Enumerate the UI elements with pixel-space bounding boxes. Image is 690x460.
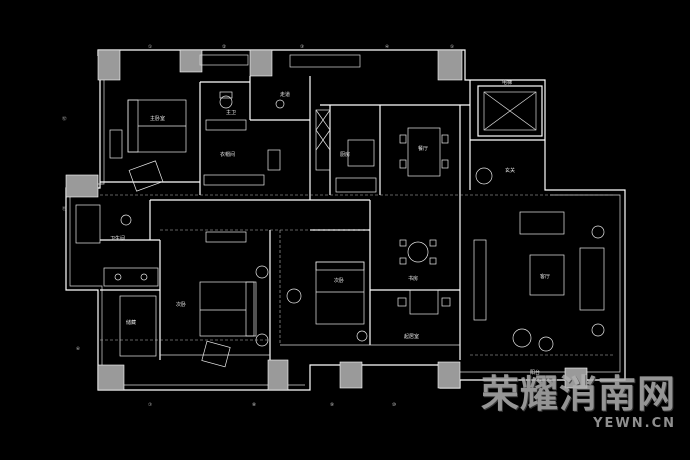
axis-marker: ④ [385,44,389,50]
wardrobe-blocks [119,109,377,357]
elevator-shaft [477,85,543,137]
room-label: 衣帽间 [220,151,235,158]
axis-marker: ⑧ [252,402,256,408]
axis-marker: ⑨ [330,402,334,408]
room-label: 走道 [280,91,290,98]
axis-marker: ① [148,44,152,50]
watermark-title: 荣耀消南网 [480,371,676,416]
room-label: 次卧 [334,277,344,284]
axis-markers: ① ② ③ ④ ⑤ ⑥ ⑦ ⑧ ⑨ ⑩ ⑪ ⑫ [62,44,454,408]
watermark-url: YEWN.CN [593,416,676,431]
room-label: 客厅 [540,273,550,280]
room-label: 储藏 [126,319,136,326]
living-room-furniture [473,167,605,352]
axis-marker: ⑩ [392,402,396,408]
room-label: 厨房 [340,151,350,158]
axis-marker: ② [222,44,226,50]
axis-marker: ③ [300,44,304,50]
room-label: 卫生间 [110,235,125,242]
room-label: 起居室 [404,333,419,340]
room-label: 次卧 [176,301,186,308]
axis-marker: ⑪ [62,205,67,212]
bedroom-3-furniture [199,231,269,368]
bathroom-fixtures [75,91,285,287]
room-label: 玄关 [505,167,515,174]
bedroom-2-furniture [286,261,368,342]
room-label: 餐厅 [418,145,428,152]
dining-table [347,127,449,177]
master-bedroom-furniture [109,99,187,192]
dashed-lines [100,194,615,356]
axis-marker: ⑤ [450,44,454,50]
room-label: 书房 [408,275,418,282]
axis-marker: ⑦ [148,402,152,408]
site-watermark: 荣耀消南网 YEWN.CN [480,371,676,432]
interior-walls [100,76,545,360]
study-furniture [397,239,451,315]
room-label: 阳台 [530,369,540,376]
room-label: 主卫 [226,109,236,116]
room-label: 主卧室 [150,115,165,122]
axis-marker: ⑫ [62,115,67,122]
room-labels: 主卧室 主卫 走道 衣帽间 厨房 餐厅 电梯 玄关 卫生间 次卧 次卧 书房 客… [110,79,550,376]
axis-marker: ⑥ [76,346,80,352]
exterior-walls [65,49,626,391]
room-label: 电梯 [502,79,512,86]
